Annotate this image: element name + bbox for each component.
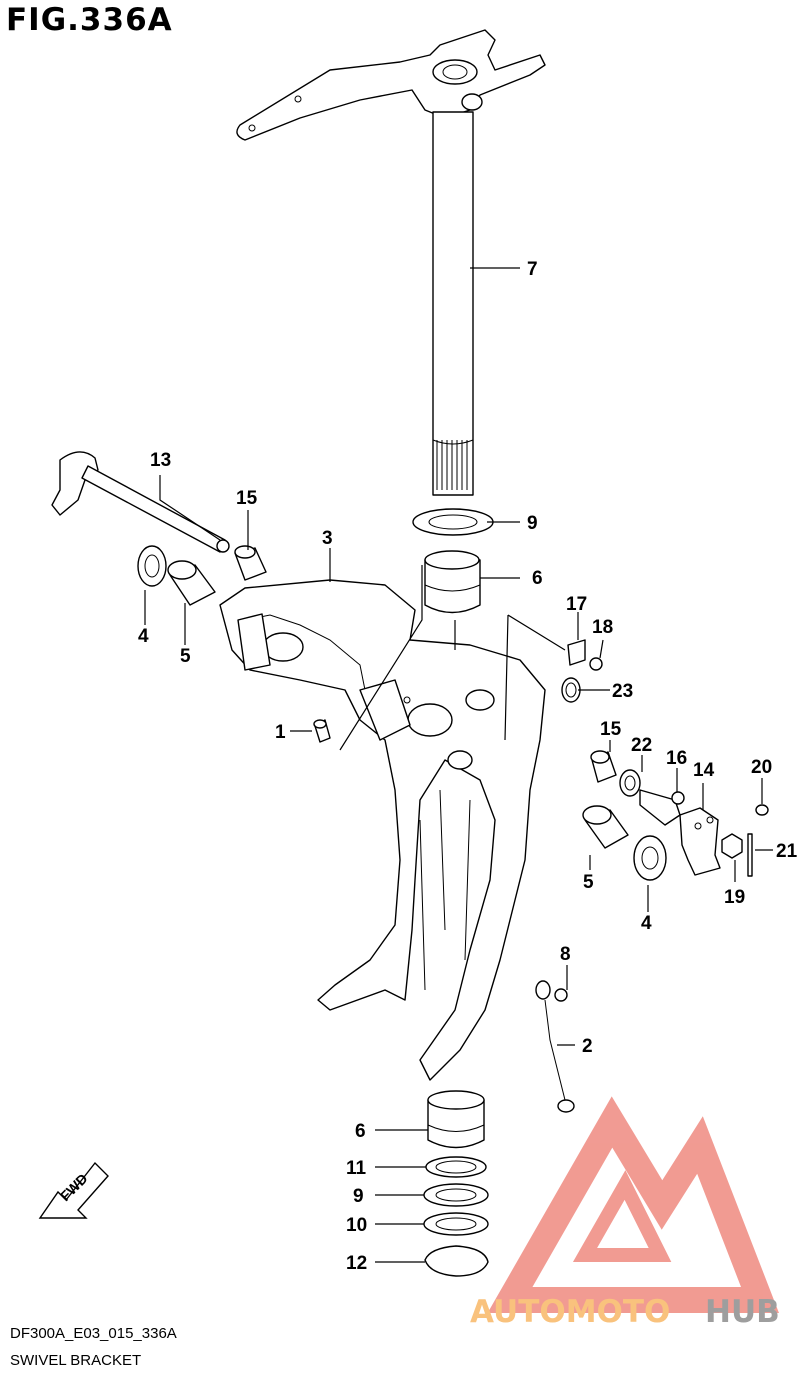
watermark-text-orange: AUTOMOTO [470,1294,670,1330]
washer-left [137,545,167,587]
callout-8: 8 [560,944,571,965]
bushing-top [424,550,481,614]
callout-18: 18 [592,617,613,638]
callout-13: 13 [150,450,171,471]
callout-16: 16 [666,748,687,769]
callout-11: 11 [346,1158,367,1179]
washer-11 [425,1156,487,1178]
spring-23 [561,677,581,703]
callout-15-right: 15 [600,719,622,740]
callout-23: 23 [612,681,633,702]
collar-right [590,750,617,783]
bushing-bottom [427,1090,485,1149]
collar-left [234,545,267,581]
callout-2: 2 [582,1036,593,1057]
watermark-logo [487,1096,779,1313]
callout-21: 21 [776,841,798,862]
callout-4-right: 4 [641,913,652,934]
callout-14: 14 [693,760,715,781]
callout-6-bottom: 6 [355,1121,366,1142]
spring-22 [619,769,641,797]
callout-5-left: 5 [180,646,191,667]
callouts: 7 9 6 13 15 3 4 5 1 17 18 23 15 22 16 14… [138,259,798,1274]
callout-15-left: 15 [236,488,258,509]
lever-16 [639,789,685,826]
steering-shaft [432,111,474,496]
ground-wire [535,980,575,1113]
watermark-text: AUTOMOTO HUB [470,1294,780,1330]
callout-10: 10 [346,1215,367,1236]
callout-1: 1 [275,722,286,743]
callout-22: 22 [631,735,652,756]
bracket-14 [679,807,721,876]
washer-20 [755,804,769,816]
callout-9-bottom: 9 [353,1186,364,1207]
screw-18 [589,657,603,671]
callout-9-top: 9 [527,513,538,534]
callout-20: 20 [751,757,772,778]
callout-7: 7 [527,259,538,280]
diagram-name: SWIVEL BRACKET [10,1352,142,1369]
bushing-left [167,560,216,606]
callout-19: 19 [724,887,745,908]
nut-19 [721,833,743,859]
figure-title: FIG.336A [6,2,173,38]
circlip-12 [424,1245,489,1277]
tilt-pin [51,451,230,553]
washer-right [633,835,667,881]
pin-21 [747,833,753,877]
callout-6-top: 6 [532,568,543,589]
diagram-code: DF300A_E03_015_336A [10,1325,177,1342]
washer-top [412,508,494,536]
steering-arm [236,29,546,141]
grease-nipple [313,719,331,743]
callout-4-left: 4 [138,626,149,647]
swivel-bracket [219,579,546,1081]
fwd-arrow: FWD [38,1161,109,1219]
washer-9-bottom [423,1183,489,1207]
plate-17 [567,639,586,666]
callout-5-right: 5 [583,872,594,893]
leader-lines [144,267,773,1263]
callout-17: 17 [566,594,587,615]
callout-12: 12 [346,1253,367,1274]
watermark-text-gray: HUB [705,1294,780,1330]
washer-10 [423,1212,489,1236]
callout-3: 3 [322,528,333,549]
bushing-right [582,805,629,849]
screw-8 [554,988,568,1002]
